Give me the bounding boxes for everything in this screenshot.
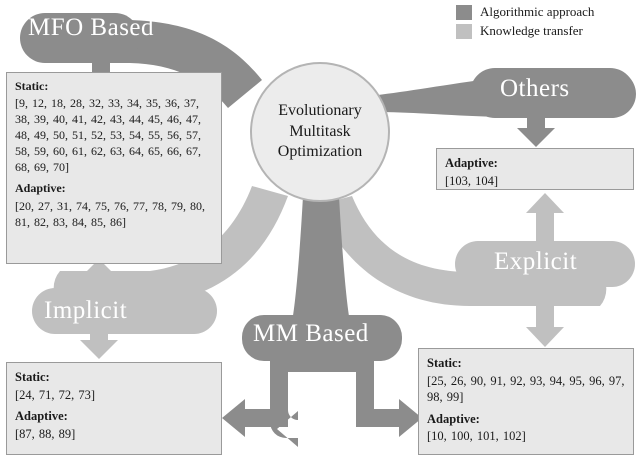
branch-label-others[interactable]: Others xyxy=(500,75,570,102)
branch-label-explicit[interactable]: Explicit xyxy=(494,248,578,275)
others-adaptive-refs: [103, 104] xyxy=(445,173,499,188)
arrow-explicit-up xyxy=(526,193,564,252)
arrow-explicit-down xyxy=(526,284,564,347)
reference-box-mfo-based: Static: [9, 12, 18, 28, 32, 33, 34, 35, … xyxy=(6,72,222,264)
ribbon-mm-cap xyxy=(242,315,402,361)
implicit-adaptive-refs: [87, 88, 89] xyxy=(15,426,76,441)
arrow-mm-crossbar xyxy=(270,356,374,372)
mfo-static-refs: [9, 12, 18, 28, 32, 33, 34, 35, 36, 37, … xyxy=(15,96,201,175)
ribbon-mfo-cap xyxy=(20,13,140,63)
arrow-implicit-down xyxy=(80,312,118,359)
branch-label-mm-based[interactable]: MM Based xyxy=(253,320,369,347)
legend-label-knowledge-transfer: Knowledge transfer xyxy=(480,23,583,38)
legend-item-algorithmic-approach: Algorithmic approach xyxy=(456,4,594,20)
explicit-static-refs: [25, 26, 90, 91, 92, 93, 94, 95, 96, 97,… xyxy=(427,373,625,405)
legend-item-knowledge-transfer: Knowledge transfer xyxy=(456,23,594,39)
reference-box-explicit: Static: [25, 26, 90, 91, 92, 93, 94, 95,… xyxy=(418,348,634,455)
explicit-adaptive-refs: [10, 100, 101, 102] xyxy=(427,429,526,443)
implicit-static-label: Static: xyxy=(15,370,50,384)
implicit-static-refs: [24, 71, 72, 73] xyxy=(15,387,96,402)
ribbon-implicit-cap xyxy=(32,288,217,334)
explicit-static-label: Static: xyxy=(427,356,462,370)
mfo-adaptive-label: Adaptive: xyxy=(15,181,66,196)
legend-swatch-dark-icon xyxy=(456,4,472,20)
others-adaptive-label: Adaptive: xyxy=(445,156,498,170)
branch-label-implicit[interactable]: Implicit xyxy=(44,297,128,324)
arrow-mm-left-head xyxy=(222,399,288,437)
explicit-adaptive-label: Adaptive: xyxy=(427,411,480,426)
arrow-implicit-up xyxy=(80,259,118,300)
center-line-1: Evolutionary xyxy=(278,102,362,120)
arrow-mm-right-head xyxy=(356,399,422,437)
ribbon-explicit-cap xyxy=(455,241,635,287)
mfo-static-label: Static: xyxy=(15,79,49,93)
mfo-adaptive-refs: [20, 27, 31, 74, 75, 76, 77, 78, 79, 80,… xyxy=(15,198,205,229)
branch-label-mfo-based[interactable]: MFO Based xyxy=(28,14,155,41)
ribbon-others-cap xyxy=(470,68,635,118)
center-line-3: Optimization xyxy=(277,143,363,161)
legend-label-algorithmic-approach: Algorithmic approach xyxy=(480,4,595,19)
legend-swatch-light-icon xyxy=(456,23,472,39)
legend: Algorithmic approach Knowledge transfer xyxy=(456,4,594,39)
center-node-evolutionary-multitask-optimization: Evolutionary Multitask Optimization xyxy=(250,62,390,202)
center-line-2: Multitask xyxy=(289,122,351,140)
ribbon-mm-based xyxy=(292,196,350,322)
reference-box-others: Adaptive: [103, 104] xyxy=(436,148,634,190)
reference-box-implicit: Static: [24, 71, 72, 73] Adaptive: [87, … xyxy=(6,362,222,455)
arrow-mm-left-elbow xyxy=(270,400,288,427)
implicit-adaptive-label: Adaptive: xyxy=(15,409,68,423)
arrow-others-to-box xyxy=(517,116,555,147)
